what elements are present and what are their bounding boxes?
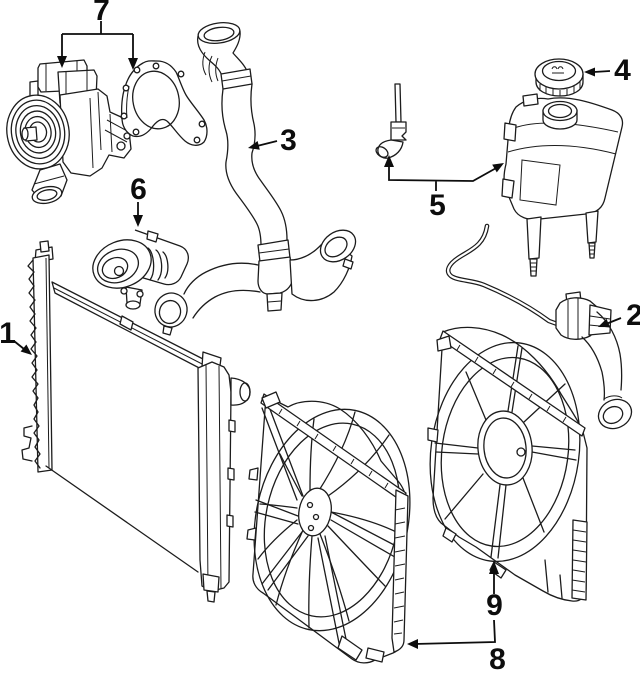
callout-label-1: 1 — [0, 317, 16, 350]
callout-label-9: 9 — [486, 589, 503, 622]
radiator — [21, 240, 251, 603]
water-pump — [6, 59, 132, 205]
coolant-symbol-icon — [551, 66, 564, 74]
callout-label-4: 4 — [614, 54, 631, 87]
coolant-reservoir — [501, 93, 624, 277]
callout-leaders — [13, 21, 622, 649]
cooling-fan-left — [246, 391, 411, 664]
reservoir-cap — [534, 58, 584, 97]
callout-label-2: 2 — [626, 299, 640, 332]
fan-shroud-right — [427, 326, 588, 602]
callout-label-5: 5 — [429, 189, 446, 222]
water-pump-gasket — [120, 60, 208, 146]
callout-label-7: 7 — [93, 0, 110, 27]
thermostat — [92, 229, 189, 310]
pump-pulley — [6, 94, 70, 170]
callout-label-6: 6 — [130, 173, 147, 206]
temperature-sensor — [375, 83, 407, 159]
callout-label-8: 8 — [489, 643, 506, 675]
upper-radiator-hose — [154, 22, 357, 336]
callout-label-3: 3 — [280, 124, 297, 157]
